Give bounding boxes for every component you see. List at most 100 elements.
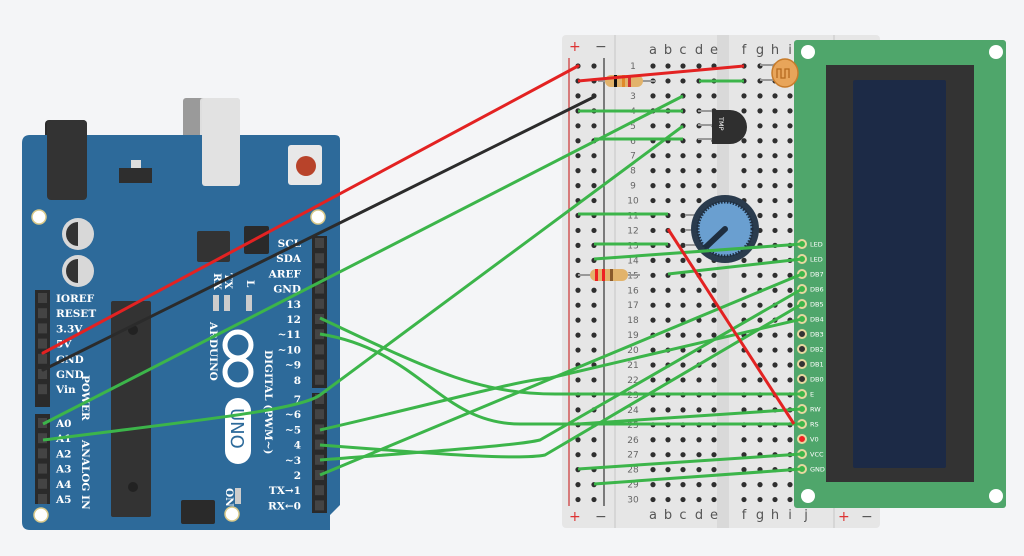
breadboard-hole[interactable] [711, 347, 717, 353]
header-pin[interactable] [315, 253, 324, 264]
wire-5v[interactable] [41, 64, 580, 355]
breadboard-hole[interactable] [680, 153, 686, 159]
wire-4[interactable] [319, 302, 803, 459]
breadboard-hole[interactable] [741, 153, 747, 159]
breadboard-hole[interactable] [591, 183, 597, 189]
breadboard-hole[interactable] [772, 183, 778, 189]
breadboard-hole[interactable] [772, 138, 778, 144]
breadboard-hole[interactable] [741, 467, 747, 473]
breadboard-hole[interactable] [757, 138, 763, 144]
breadboard-hole[interactable] [650, 257, 656, 263]
arduino-board[interactable]: RX TX L ON ARDUINO UNO DIGITAL (PWM~) PO… [22, 98, 340, 530]
temperature-sensor[interactable]: TMP [698, 110, 747, 144]
breadboard-hole[interactable] [711, 377, 717, 383]
header-pin[interactable] [38, 463, 47, 474]
breadboard-hole[interactable] [665, 78, 671, 84]
breadboard-hole[interactable] [650, 437, 656, 443]
header-pin[interactable] [315, 268, 324, 279]
breadboard-hole[interactable] [665, 437, 671, 443]
breadboard-hole[interactable] [665, 302, 671, 308]
breadboard-hole[interactable] [772, 123, 778, 129]
wire-rail-led[interactable] [593, 242, 803, 261]
wire-a0[interactable] [42, 94, 684, 426]
breadboard-hole[interactable] [650, 197, 656, 204]
breadboard-hole[interactable] [711, 287, 717, 293]
breadboard-hole[interactable] [680, 257, 686, 263]
wire-a1[interactable] [42, 124, 684, 442]
breadboard-hole[interactable] [787, 362, 793, 368]
header-pin[interactable] [315, 470, 324, 480]
breadboard-hole[interactable] [650, 452, 656, 458]
breadboard-hole[interactable] [591, 496, 597, 503]
breadboard-hole[interactable] [741, 362, 747, 368]
header-pin[interactable] [315, 238, 324, 248]
header-pin[interactable] [38, 353, 47, 364]
breadboard-hole[interactable] [696, 482, 702, 488]
wire-rail-5v[interactable] [577, 64, 745, 83]
breadboard-hole[interactable] [711, 332, 717, 338]
breadboard-hole[interactable] [680, 78, 686, 84]
breadboard-hole[interactable] [591, 437, 597, 443]
breadboard-hole[interactable] [787, 437, 793, 443]
breadboard-hole[interactable] [787, 197, 793, 204]
lcd-pin[interactable] [797, 344, 807, 354]
breadboard-hole[interactable] [787, 123, 793, 129]
breadboard-hole[interactable] [787, 287, 793, 293]
breadboard-hole[interactable] [650, 168, 656, 174]
breadboard-hole[interactable] [696, 407, 702, 413]
breadboard-hole[interactable] [696, 332, 702, 338]
breadboard-hole[interactable] [680, 197, 686, 204]
breadboard-hole[interactable] [757, 377, 763, 383]
breadboard-hole[interactable] [680, 407, 686, 413]
breadboard-hole[interactable] [711, 272, 717, 278]
breadboard-hole[interactable] [680, 63, 686, 69]
breadboard-hole[interactable] [575, 302, 581, 308]
wires[interactable] [41, 64, 803, 486]
breadboard-hole[interactable] [680, 437, 686, 443]
breadboard-hole[interactable] [575, 317, 581, 323]
breadboard-hole[interactable] [650, 407, 656, 413]
breadboard-hole[interactable] [650, 482, 656, 488]
breadboard-hole[interactable] [696, 153, 702, 159]
header-pin[interactable] [315, 374, 324, 385]
breadboard-hole[interactable] [772, 153, 778, 159]
breadboard-hole[interactable] [741, 377, 747, 383]
breadboard-hole[interactable] [696, 93, 702, 99]
breadboard-hole[interactable] [741, 437, 747, 443]
header-pin[interactable] [315, 500, 324, 511]
breadboard-hole[interactable] [741, 257, 747, 263]
breadboard-hole[interactable] [650, 362, 656, 368]
header-pin[interactable] [38, 369, 47, 379]
breadboard-hole[interactable] [650, 183, 656, 189]
breadboard-hole[interactable] [665, 467, 671, 473]
breadboard-hole[interactable] [650, 272, 656, 278]
breadboard-hole[interactable] [575, 153, 581, 159]
breadboard-hole[interactable] [680, 467, 686, 473]
breadboard-hole[interactable] [741, 138, 747, 144]
breadboard-hole[interactable] [772, 496, 778, 503]
breadboard-hole[interactable] [575, 332, 581, 338]
breadboard-hole[interactable] [665, 93, 671, 99]
breadboard-hole[interactable] [772, 212, 778, 219]
breadboard-hole[interactable] [575, 138, 581, 144]
breadboard-hole[interactable] [757, 272, 763, 278]
header-pin[interactable] [38, 293, 47, 303]
breadboard-hole[interactable] [665, 153, 671, 159]
breadboard-hole[interactable] [650, 153, 656, 159]
breadboard-hole[interactable] [711, 183, 717, 189]
breadboard-hole[interactable] [591, 347, 597, 353]
breadboard-hole[interactable] [680, 168, 686, 174]
breadboard-hole[interactable] [591, 227, 597, 234]
breadboard-hole[interactable] [575, 168, 581, 174]
breadboard-hole[interactable] [650, 347, 656, 353]
header-pin[interactable] [315, 359, 324, 370]
wire-rail-rw[interactable] [577, 407, 803, 426]
breadboard-hole[interactable] [711, 93, 717, 99]
breadboard-hole[interactable] [680, 496, 686, 503]
header-pin[interactable] [315, 439, 324, 450]
wire-v0[interactable] [666, 228, 796, 425]
header-pin[interactable] [38, 433, 47, 444]
breadboard-hole[interactable] [696, 257, 702, 263]
breadboard-hole[interactable] [665, 63, 671, 69]
